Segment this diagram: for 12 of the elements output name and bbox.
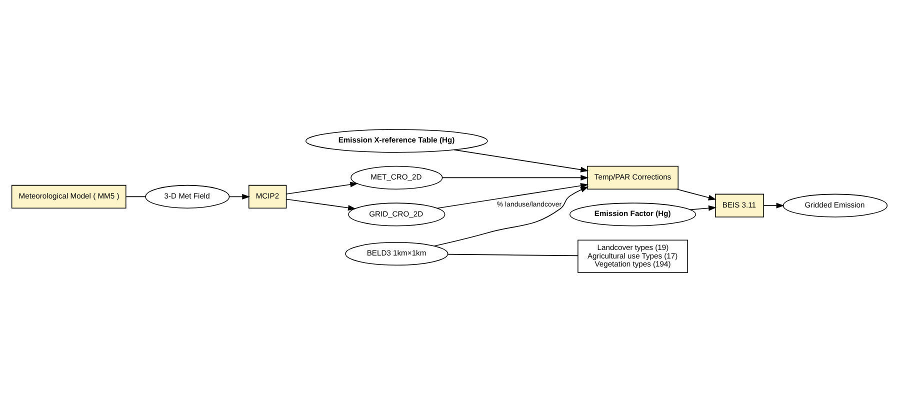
- arrow: [454, 149, 589, 172]
- arrow: [286, 198, 356, 211]
- arrow: [286, 182, 358, 194]
- connector: [126, 196, 146, 198]
- connector: [448, 254, 578, 256]
- arrow: [690, 205, 717, 211]
- arrow: [228, 194, 250, 200]
- arrow: [763, 202, 784, 208]
- arrow: [676, 188, 716, 200]
- arrow: [434, 186, 589, 246]
- arrow: [442, 174, 589, 180]
- arrow: [436, 183, 589, 209]
